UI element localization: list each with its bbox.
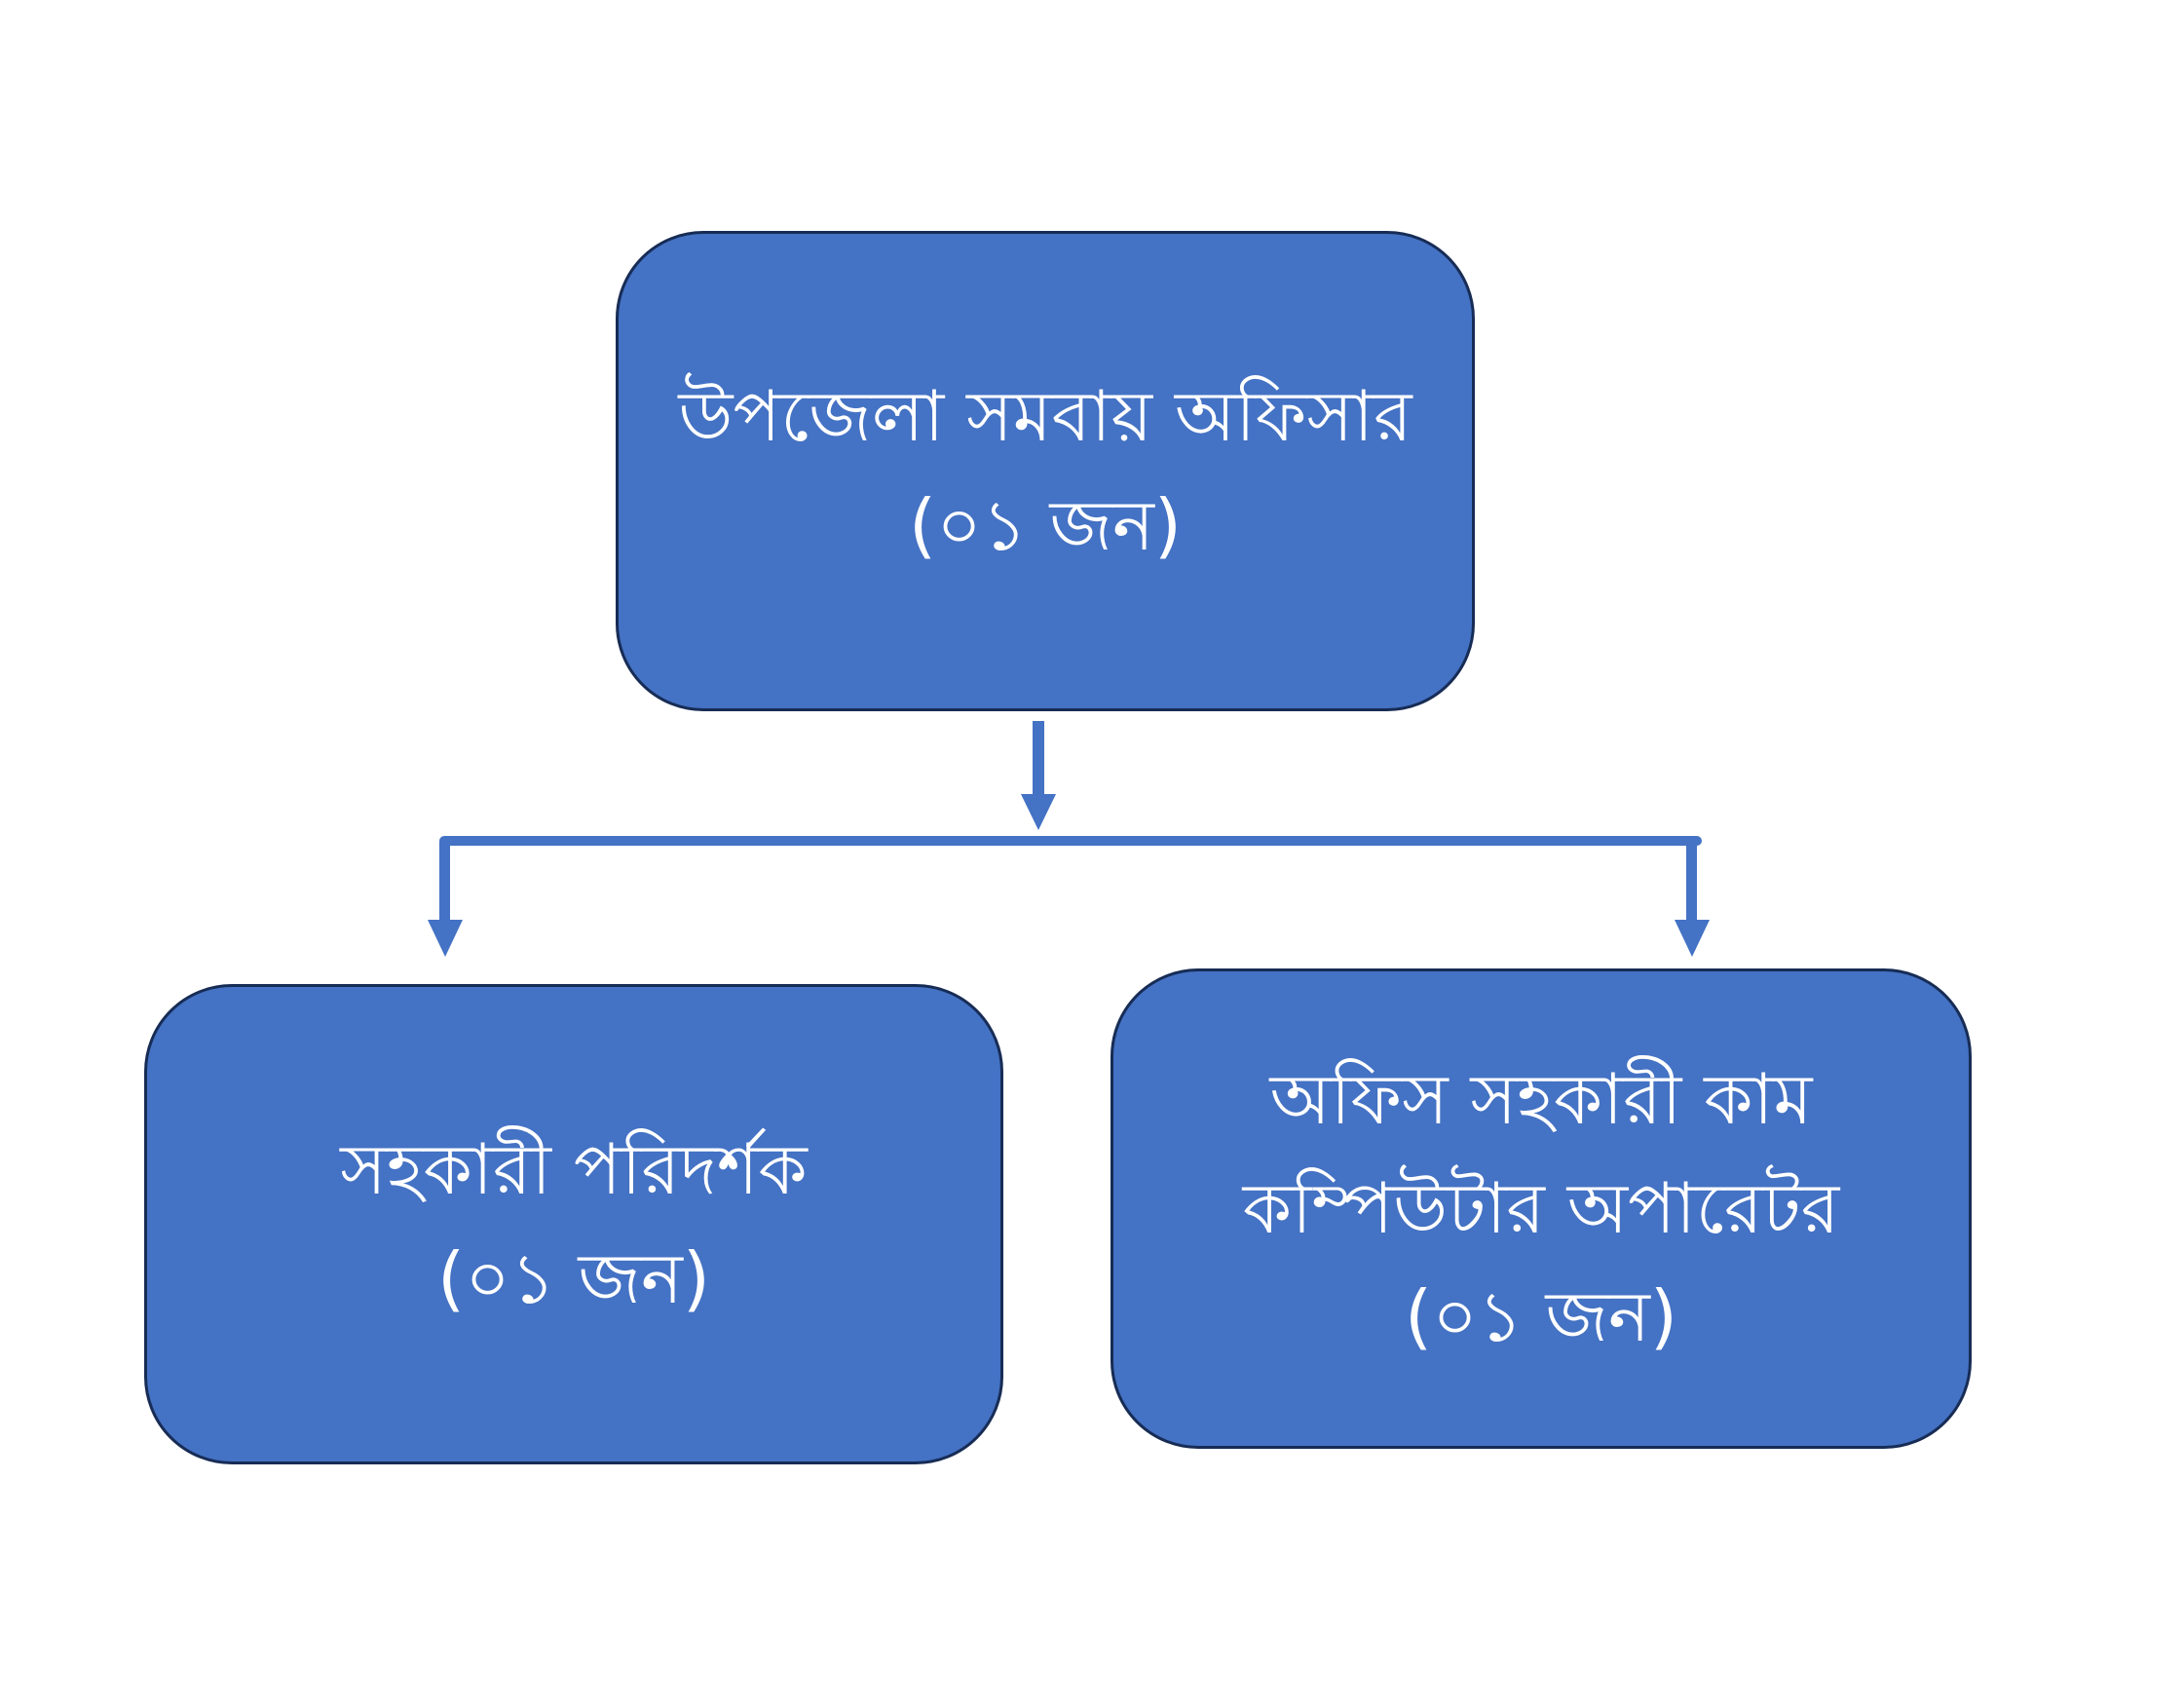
node-count: (০১ জন) <box>1405 1275 1677 1358</box>
node-count: (০১ জন) <box>909 483 1182 566</box>
node-title: সহকারী পরিদর্শক <box>340 1127 808 1210</box>
arrow-right-down <box>1675 842 1710 957</box>
node-assistant-inspector: সহকারী পরিদর্শক (০১ জন) <box>144 984 1003 1464</box>
node-title-line-1: অফিস সহকারী কাম <box>1269 1058 1813 1141</box>
node-title: উপজেলা সমবায় অফিসার <box>678 374 1412 457</box>
node-count: (০১ জন) <box>437 1236 710 1319</box>
horizontal-connector <box>439 836 1702 846</box>
node-upazila-cooperative-officer: উপজেলা সমবায় অফিসার (০১ জন) <box>616 231 1475 711</box>
arrow-top-down <box>1021 721 1056 830</box>
node-title-line-2: কম্পিউটার অপারেটর <box>1242 1166 1840 1249</box>
arrow-left-down <box>428 842 463 957</box>
node-office-assistant-computer-operator: অফিস সহকারী কাম কম্পিউটার অপারেটর (০১ জন… <box>1111 968 1972 1449</box>
